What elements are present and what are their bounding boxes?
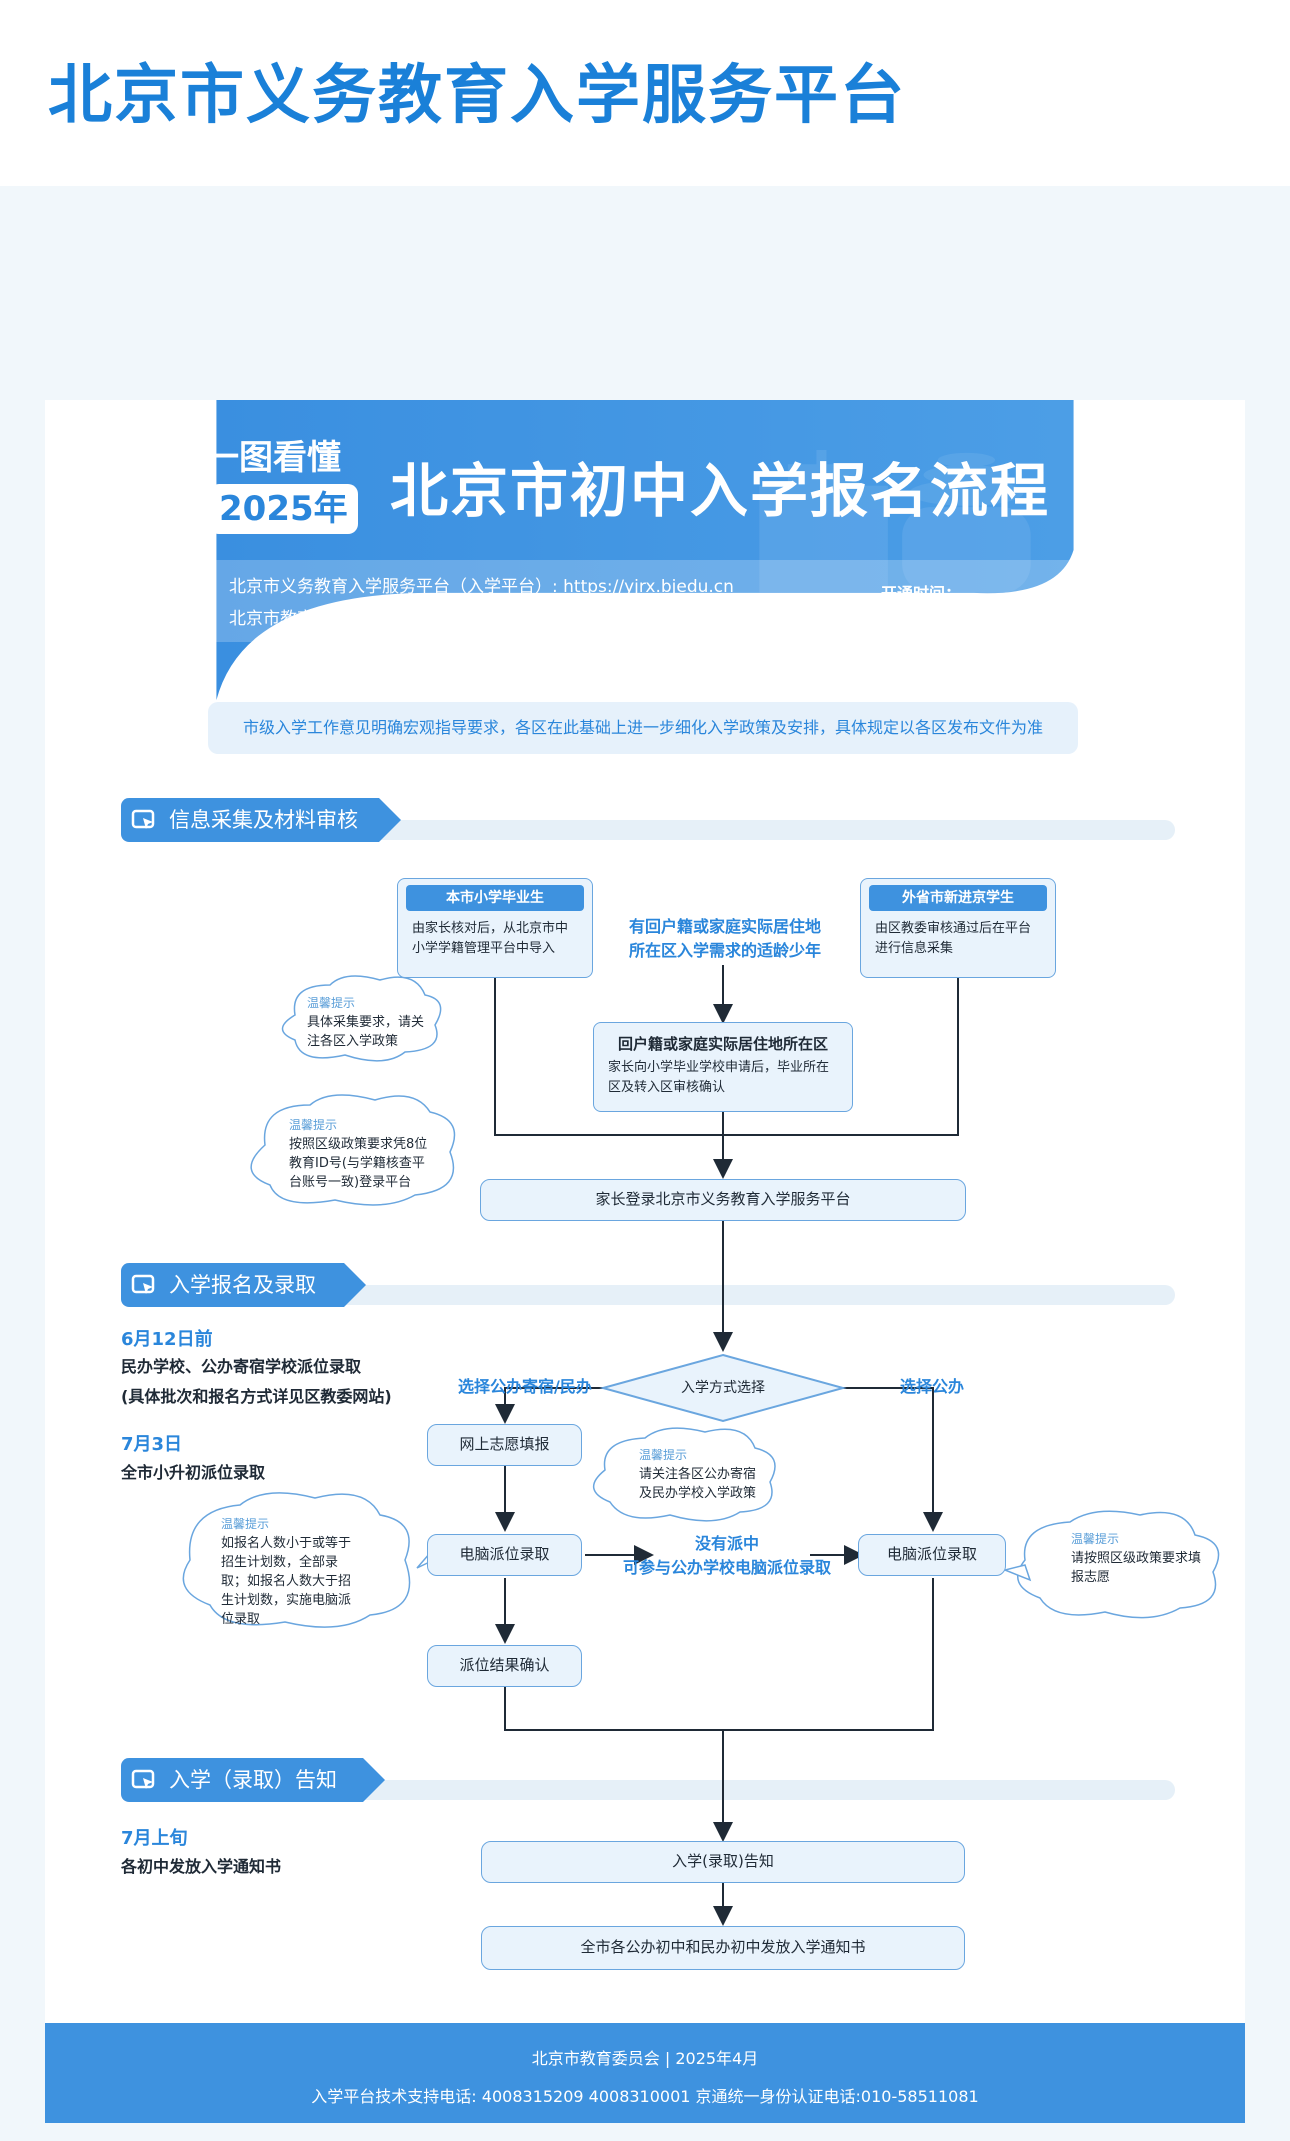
section-1-title: 信息采集及材料审核 [169, 808, 358, 832]
tip-4-line-2: 招生计划数，全部录 [221, 1555, 339, 1570]
computer-assign-left-box: 电脑派位录取 [427, 1534, 582, 1576]
site-title: 北京市义务教育入学服务平台 [48, 59, 906, 133]
local-graduate-desc: 由家长核对后，从北京市中小学学籍管理平台中导入 [412, 921, 569, 956]
eligible-note: 有回户籍或家庭实际居住地 所在区入学需求的适龄少年 [625, 915, 825, 963]
send-notice-box: 全市各公办初中和民办初中发放入学通知书 [481, 1926, 965, 1970]
section-3-tab: 入学（录取）告知 [121, 1758, 385, 1802]
tip-3: 温馨提示 请关注各区公办寄宿 及民办学校入学政策 [639, 1446, 756, 1503]
tip-2: 温馨提示 按照区级政策要求凭8位 教育ID号(与学籍核查平 台账号一致)登录平台 [289, 1116, 427, 1192]
timeline-text-1-line-1: 民办学校、公办寄宿学校派位录取 [121, 1357, 362, 1376]
login-platform-box: 家长登录北京市义务教育入学服务平台 [480, 1179, 966, 1221]
local-graduate-box: 本市小学毕业生 由家长核对后，从北京市中小学学籍管理平台中导入 [397, 878, 593, 978]
tip-1-line-2: 注各区入学政策 [307, 1034, 399, 1049]
tip-4: 温馨提示 如报名人数小于或等于 招生计划数，全部录 取；如报名人数大于招 生计划… [221, 1515, 351, 1629]
tip-1: 温馨提示 具体采集要求，请关 注各区入学政策 [307, 994, 424, 1051]
no-assign-line-1: 没有派中 [694, 1534, 759, 1553]
tip-cloud-5 [1016, 1510, 1220, 1619]
cursor-window-icon [131, 809, 155, 829]
tip-1-title: 温馨提示 [307, 996, 356, 1010]
tip-4-line-3: 取；如报名人数大于招 [221, 1574, 352, 1589]
computer-assign-right-box: 电脑派位录取 [858, 1534, 1006, 1576]
timeline-date-1: 6月12日前 [121, 1329, 213, 1350]
flow-poster: 一图看懂 2025年 北京市初中入学报名流程 北京市义务教育入学服务平台（入学平… [45, 400, 1245, 2123]
open-time-date: 2025年5月1日 [881, 610, 991, 629]
admit-notice-box: 入学(录取)告知 [481, 1841, 965, 1883]
header-kicker: 一图看懂 [205, 438, 341, 478]
timeline-text-3: 各初中发放入学通知书 [121, 1857, 282, 1876]
tip-2-line-1: 按照区级政策要求凭8位 [289, 1137, 428, 1152]
eligible-line-1: 有回户籍或家庭实际居住地 [628, 917, 821, 936]
section-2-tab: 入学报名及录取 [121, 1263, 366, 1307]
tip-3-line-2: 及民办学校入学政策 [639, 1486, 757, 1501]
outside-student-title: 外省市新进京学生 [869, 885, 1047, 911]
header-background [216, 400, 1074, 700]
poster-title: 北京市初中入学报名流程 [390, 457, 1051, 525]
tip-3-line-1: 请关注各区公办寄宿 [639, 1467, 757, 1482]
policy-notice: 市级入学工作意见明确宏观指导要求，各区在此基础上进一步细化入学政策及安排，具体规… [208, 702, 1078, 754]
timeline-date-2: 7月3日 [121, 1434, 183, 1455]
section-1-line [345, 820, 1175, 840]
section-1-tab: 信息采集及材料审核 [121, 798, 401, 842]
footer-line-2: 入学平台技术支持电话: 4008315209 4008310001 京通统一身份… [311, 2087, 979, 2106]
return-district-title: 回户籍或家庭实际居住地所在区 [617, 1035, 828, 1053]
tip-cloud-4 [182, 1492, 411, 1628]
tip-2-line-2: 教育ID号(与学籍核查平 [289, 1156, 425, 1171]
footer-line-1: 北京市教育委员会 | 2025年4月 [531, 2049, 759, 2068]
section-2-title: 入学报名及录取 [169, 1273, 316, 1297]
section-3-line [335, 1780, 1175, 1800]
timeline-text-1: 民办学校、公办寄宿学校派位录取 (具体批次和报名方式详见区教委网站) [121, 1352, 392, 1412]
tip-4-title: 温馨提示 [221, 1517, 270, 1531]
no-assign-note: 没有派中 可参与公办学校电脑派位录取 [617, 1532, 837, 1580]
tip-2-title: 温馨提示 [289, 1118, 338, 1132]
timeline-date-3: 7月上旬 [121, 1828, 188, 1849]
result-confirm-box: 派位结果确认 [427, 1645, 582, 1687]
tip-4-line-1: 如报名人数小于或等于 [221, 1536, 352, 1551]
return-district-desc: 家长向小学毕业学校申请后，毕业所在区及转入区审核确认 [608, 1060, 830, 1095]
online-fill-box: 网上志愿填报 [427, 1424, 582, 1466]
year-badge: 2025年 [209, 484, 358, 534]
section-3-title: 入学（录取）告知 [169, 1768, 337, 1792]
tip-cloud-2 [250, 1094, 456, 1206]
section-2-line [315, 1285, 1175, 1305]
platform-link-1[interactable]: 北京市义务教育入学服务平台（入学平台）: https://yjrx.bjedu.… [229, 577, 734, 597]
local-graduate-title: 本市小学毕业生 [406, 885, 584, 911]
choose-public-label: 选择公办 [900, 1377, 965, 1396]
tip-5-title: 温馨提示 [1071, 1532, 1120, 1546]
tip-4-line-5: 位录取 [221, 1612, 261, 1627]
outside-student-box: 外省市新进京学生 由区教委审核通过后在平台进行信息采集 [860, 878, 1056, 978]
return-district-box: 回户籍或家庭实际居住地所在区 家长向小学毕业学校申请后，毕业所在区及转入区审核确… [593, 1022, 853, 1112]
tip-5-line-1: 请按照区级政策要求填 [1071, 1551, 1202, 1566]
flow-connectors [182, 965, 1220, 1926]
tip-2-line-3: 台账号一致)登录平台 [289, 1175, 412, 1190]
tip-cloud-1 [281, 975, 442, 1062]
tip-5-line-2: 报志愿 [1071, 1570, 1111, 1585]
tip-4-line-4: 生计划数，实施电脑派 [221, 1593, 352, 1608]
tip-cloud-3 [593, 1427, 776, 1522]
choice-label: 入学方式选择 [681, 1380, 765, 1396]
cursor-window-icon [131, 1769, 155, 1789]
platform-info-box: 北京市义务教育入学服务平台（入学平台）: https://yjrx.bjedu.… [205, 560, 1081, 642]
outside-student-desc: 由区教委审核通过后在平台进行信息采集 [875, 921, 1032, 956]
top-bar: 北京市义务教育入学服务平台 [0, 0, 1290, 186]
no-assign-line-2: 可参与公办学校电脑派位录取 [622, 1558, 831, 1577]
open-time-label: 开通时间： [881, 584, 962, 603]
tip-5: 温馨提示 请按照区级政策要求填 报志愿 [1071, 1530, 1201, 1587]
choice-diamond [599, 1353, 847, 1423]
eligible-line-2: 所在区入学需求的适龄少年 [628, 941, 821, 960]
platform-link-2[interactable]: 北京市教育公共服务平台（京学通）: https://jxt.bjedu.cn [229, 609, 673, 629]
choose-private-label: 选择公办寄宿/民办 [458, 1377, 592, 1396]
timeline-text-1-line-2: (具体批次和报名方式详见区教委网站) [121, 1387, 392, 1406]
tip-3-title: 温馨提示 [639, 1448, 688, 1462]
poster-footer: 北京市教育委员会 | 2025年4月 入学平台技术支持电话: 400831520… [45, 2023, 1245, 2123]
timeline-text-2: 全市小升初派位录取 [121, 1463, 266, 1482]
cursor-window-icon [131, 1274, 155, 1294]
tip-1-line-1: 具体采集要求，请关 [307, 1015, 425, 1030]
